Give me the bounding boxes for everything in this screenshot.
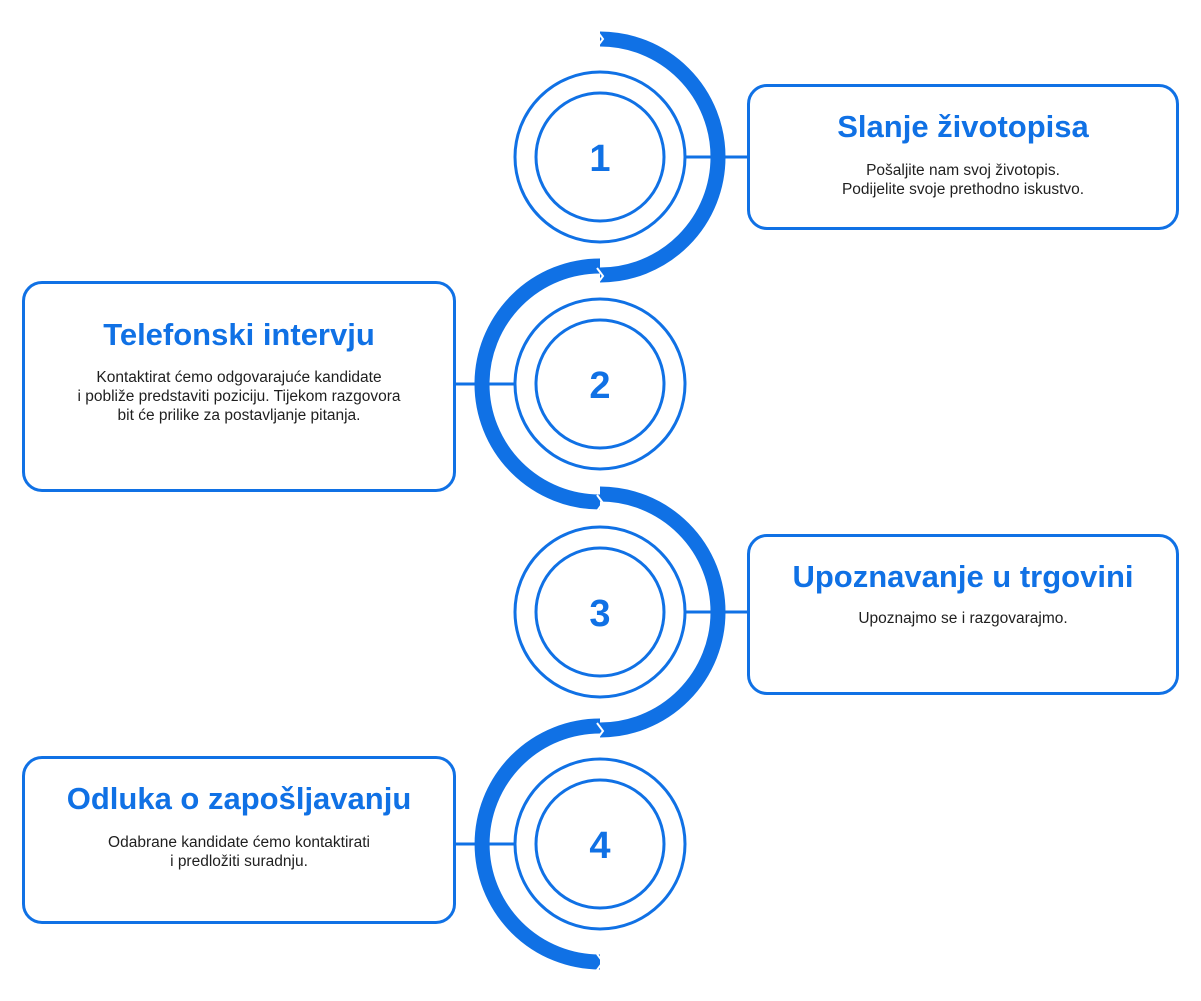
arc-notch-5 [596,953,605,971]
step-card-1: Slanje životopisa Pošaljite nam svoj živ… [747,84,1179,230]
step-title: Upoznavanje u trgovini [792,559,1134,594]
step-description: Odabrane kandidate ćemo kontaktirati i p… [25,833,453,871]
step-number-4: 4 [589,825,610,867]
step-inner-ring-1 [534,91,666,223]
step-description: Pošaljite nam svoj životopis. Podijelite… [750,161,1176,199]
description-line: Podijelite svoje prethodno iskustvo. [841,181,1085,198]
step-title: Odluka o zapošljavanju [66,781,412,816]
step-inner-ring-2 [534,318,666,450]
step-title: Telefonski intervju [103,317,375,352]
step-number-1: 1 [589,138,610,180]
step-number-3: 3 [589,593,610,635]
step-inner-ring-4 [534,778,666,910]
step-description: Upoznajmo se i razgovarajmo. [750,609,1176,628]
description-line: Upoznajmo se i razgovarajmo. [858,610,1068,627]
description-line: i pobliže predstaviti poziciju. Tijekom … [77,388,401,405]
description-line: bit će prilike za postavljanje pitanja. [117,407,361,424]
description-line: i predložiti suradnju. [170,853,308,870]
arc-notch-1 [596,30,605,48]
description-line: Pošaljite nam svoj životopis. [866,162,1060,179]
description-line: Odabrane kandidate ćemo kontaktirati [108,834,370,851]
step-title: Slanje životopisa [837,109,1089,144]
step-card-2: Telefonski intervju Kontaktirat ćemo odg… [22,281,456,492]
step-description: Kontaktirat ćemo odgovarajuće kandidate … [25,368,453,425]
step-card-3: Upoznavanje u trgovini Upoznajmo se i ra… [747,534,1179,695]
step-number-2: 2 [589,365,610,407]
arc-notch-3 [596,494,605,512]
arc-notch-4 [596,722,605,740]
step-card-4: Odluka o zapošljavanju Odabrane kandidat… [22,756,456,924]
description-line: Kontaktirat ćemo odgovarajuće kandidate [96,369,382,386]
arc-notch-2 [596,267,605,285]
step-inner-ring-3 [534,546,666,678]
